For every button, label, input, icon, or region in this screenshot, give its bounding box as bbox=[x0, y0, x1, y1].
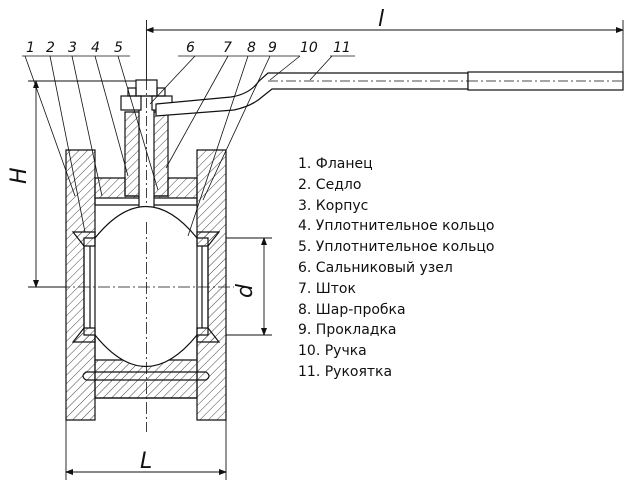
callout-6: 6 bbox=[186, 40, 195, 56]
dim-label-d: d bbox=[233, 283, 258, 298]
callout-2: 2 bbox=[46, 40, 55, 56]
legend-item: 1. Фланец bbox=[298, 156, 373, 172]
legend-item: 2. Седло bbox=[298, 176, 362, 193]
legend-item: 11. Рукоятка bbox=[298, 363, 393, 380]
callout-7: 7 bbox=[223, 40, 232, 56]
callout-3: 3 bbox=[68, 40, 77, 56]
dimension-l bbox=[145, 20, 624, 80]
legend-item: 4. Уплотнительное кольцо bbox=[298, 218, 495, 235]
legend-item: 5. Уплотнительное кольцо bbox=[298, 239, 495, 256]
grip bbox=[467, 71, 624, 91]
dim-label-h: H bbox=[7, 167, 32, 184]
centerlines bbox=[58, 222, 234, 432]
dim-label-l: l bbox=[378, 7, 384, 32]
leader-lines bbox=[22, 55, 355, 237]
callout-5: 5 bbox=[114, 40, 123, 56]
callout-11: 11 bbox=[333, 40, 351, 56]
callout-10: 10 bbox=[300, 40, 318, 56]
legend-item: 6. Сальниковый узел bbox=[298, 259, 453, 276]
seats bbox=[71, 231, 221, 343]
callout-9: 9 bbox=[268, 40, 277, 56]
stem-boss bbox=[124, 80, 169, 222]
callout-4: 4 bbox=[91, 40, 100, 56]
dim-label-L: L bbox=[140, 449, 152, 474]
callout-8: 8 bbox=[247, 40, 256, 56]
valve-body bbox=[94, 177, 198, 399]
legend-item: 8. Шар-пробка bbox=[298, 301, 406, 318]
dimension-d bbox=[226, 237, 272, 336]
lower-pin bbox=[82, 371, 210, 381]
handle bbox=[155, 72, 469, 117]
dimension-L bbox=[65, 420, 227, 480]
legend-item: 10. Ручка bbox=[298, 343, 367, 360]
ball-plug bbox=[94, 205, 198, 368]
legend-item: 9. Прокладка bbox=[298, 322, 397, 339]
callout-1: 1 bbox=[26, 40, 35, 56]
legend-item: 7. Шток bbox=[298, 280, 356, 297]
legend-item: 3. Корпус bbox=[298, 197, 369, 214]
parts-legend: 1. Фланец 2. Седло 3. Корпус 4. Уплотнит… bbox=[298, 154, 494, 383]
dimension-h bbox=[28, 80, 136, 288]
